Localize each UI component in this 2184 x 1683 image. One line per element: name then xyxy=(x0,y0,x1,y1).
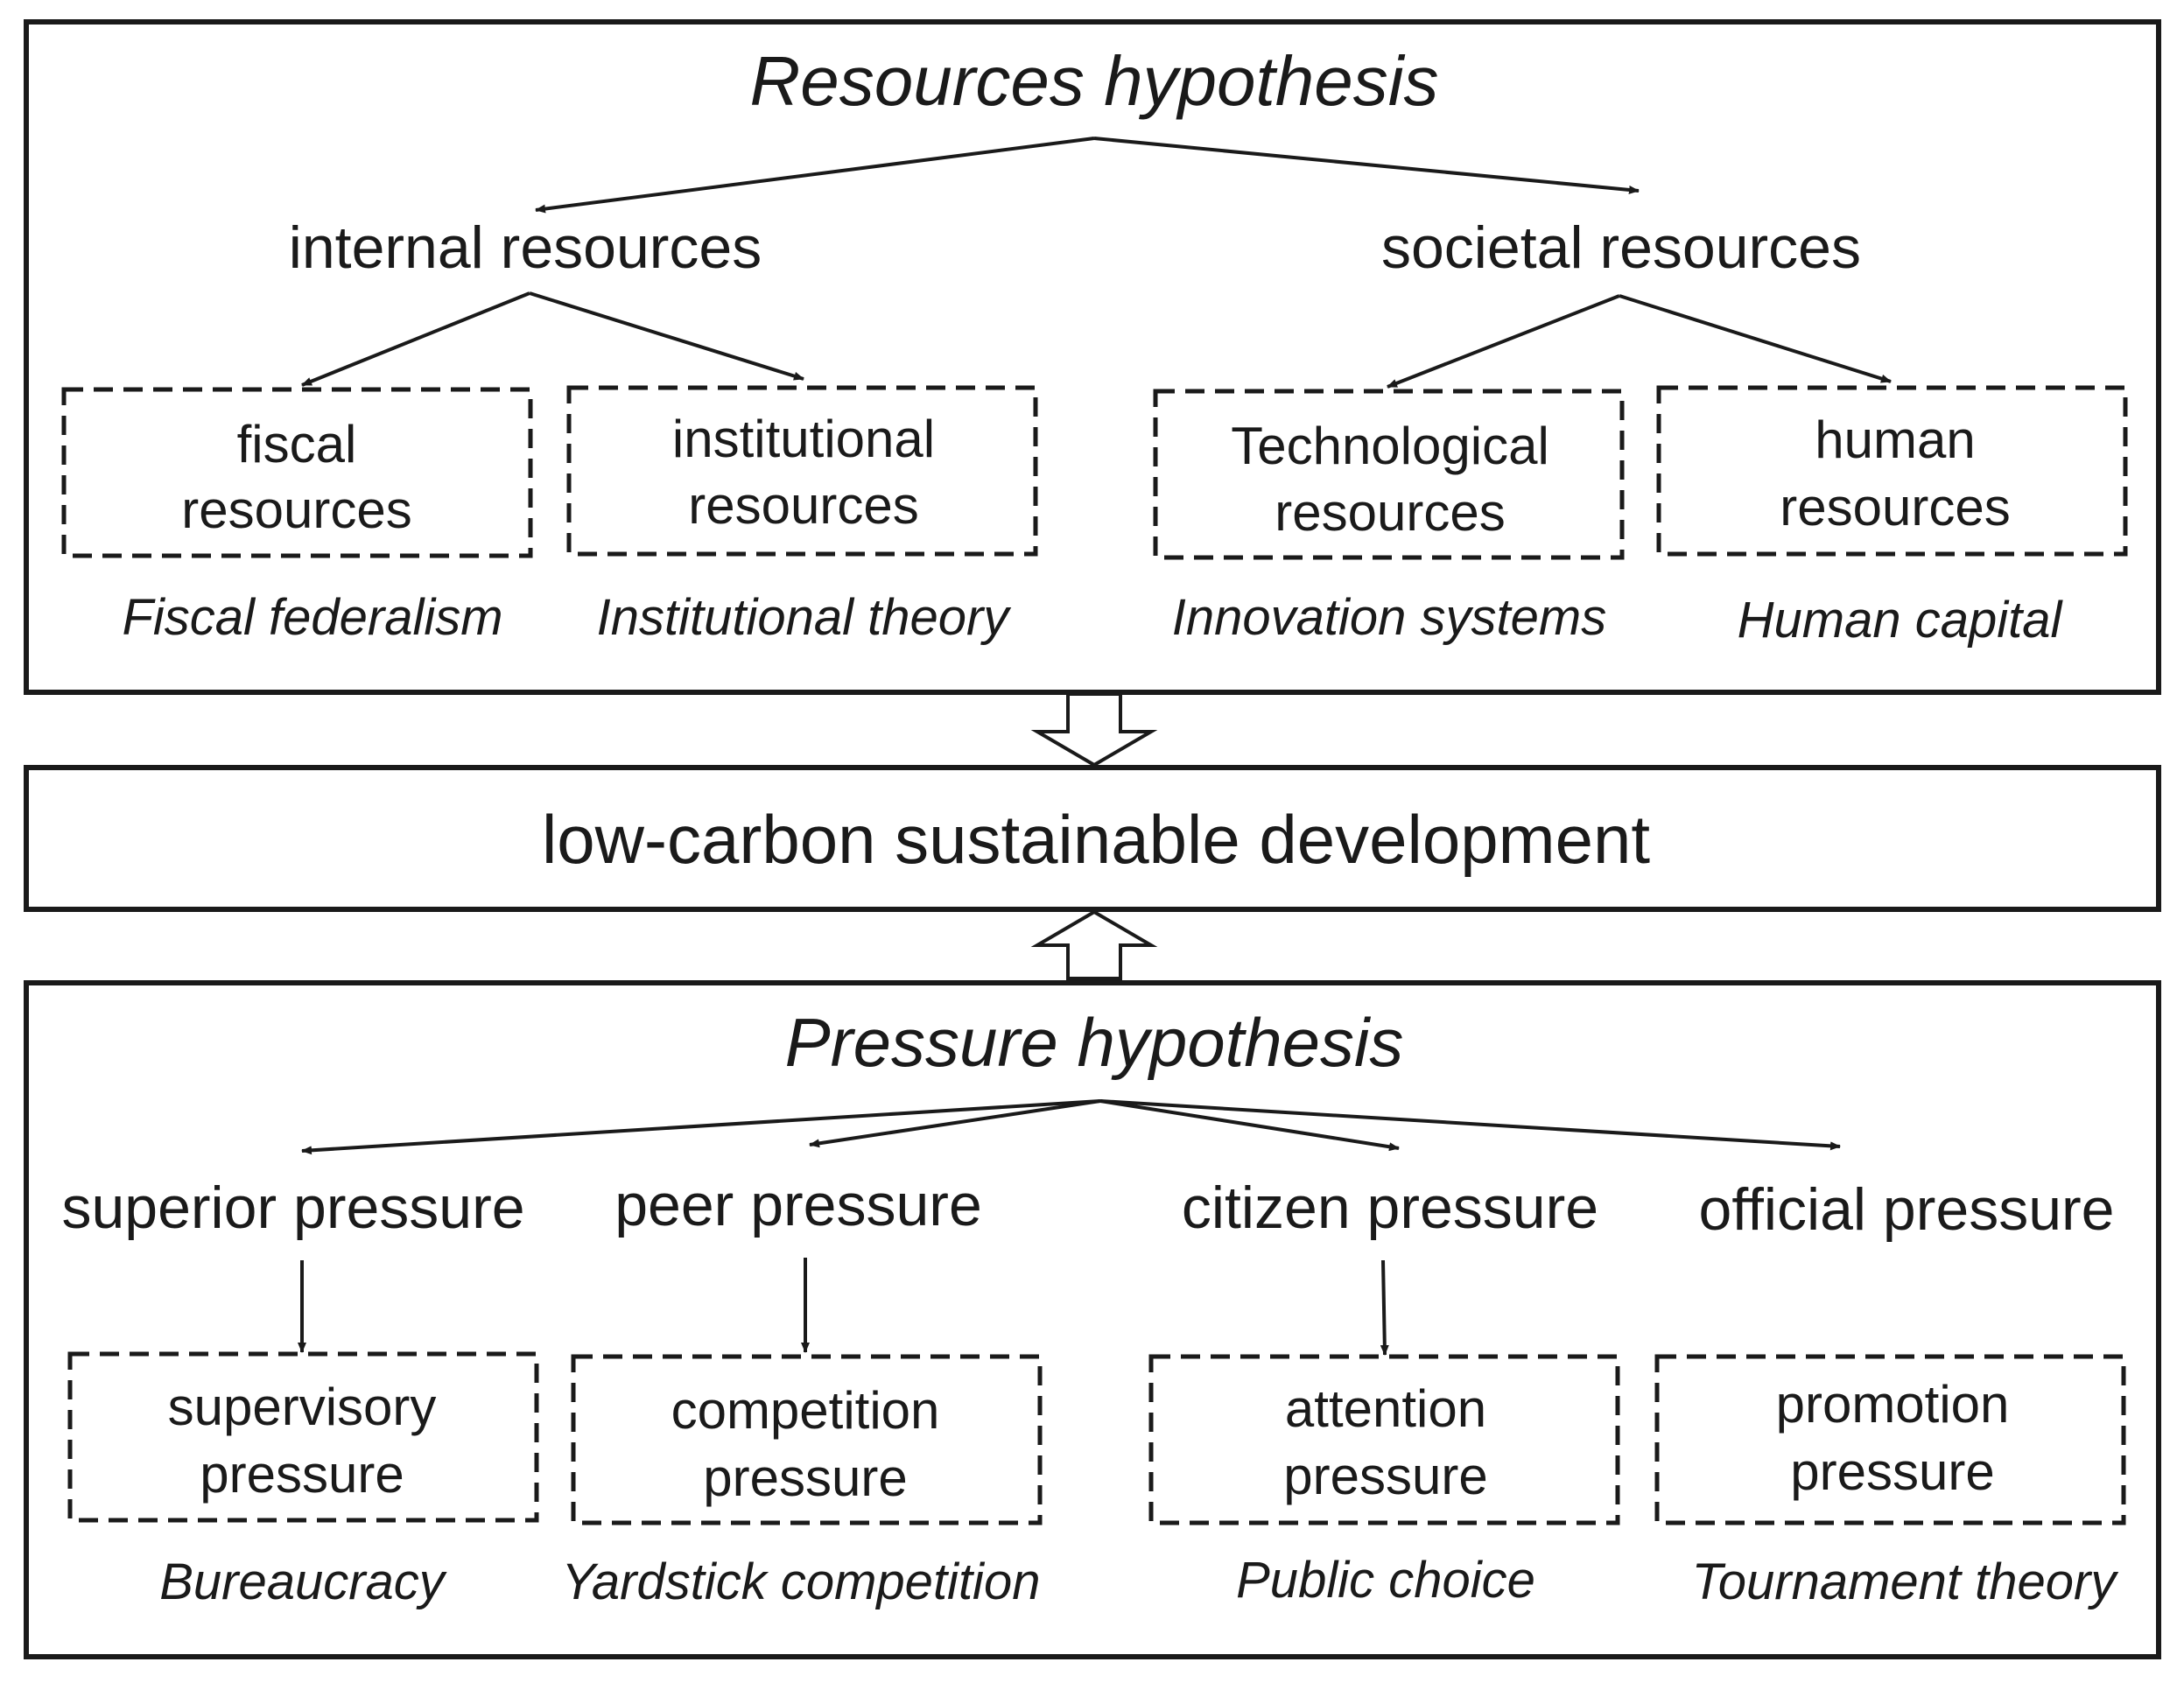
competition-pressure-line-1: competition xyxy=(671,1381,940,1440)
attention-pressure-line-1: attention xyxy=(1285,1379,1486,1438)
supervisory-pressure-box: supervisory pressure xyxy=(67,1351,539,1523)
promotion-pressure-box: promotion pressure xyxy=(1654,1354,2126,1525)
hollow-arrow-down xyxy=(1030,692,1158,768)
human-capital-caption: Human capital xyxy=(1738,592,2064,649)
arrow-societal-to-human xyxy=(1619,294,1892,383)
attention-pressure-box: attention pressure xyxy=(1148,1354,1620,1525)
superior-pressure-label: superior pressure xyxy=(61,1175,524,1241)
internal-resources-label: internal resources xyxy=(289,214,762,281)
institutional-resources-line-2: resources xyxy=(688,476,918,535)
arrow-pressure-to-superior xyxy=(301,1099,1101,1155)
pressure-title: Pressure hypothesis xyxy=(785,1004,1404,1081)
pressure-panel-border xyxy=(24,980,2161,1659)
public-choice-caption: Public choice xyxy=(1236,1552,1535,1609)
resources-title: Resources hypothesis xyxy=(749,42,1438,120)
societal-resources-label: societal resources xyxy=(1381,214,1861,281)
bureaucracy-caption: Bureaucracy xyxy=(159,1553,447,1610)
yardstick-competition-caption: Yardstick competition xyxy=(562,1553,1041,1610)
fiscal-resources-line-2: resources xyxy=(181,480,411,539)
resources-panel: Resources hypothesis internal resources … xyxy=(24,19,2161,695)
fiscal-federalism-caption: Fiscal federalism xyxy=(122,589,502,646)
technological-resources-line-2: resources xyxy=(1275,483,1505,542)
center-panel-border xyxy=(24,765,2161,912)
technological-resources-box: Technological resources xyxy=(1153,389,1625,560)
arrow-pressure-to-citizen xyxy=(1099,1099,1400,1152)
arrow-citizen-to-attention xyxy=(1380,1259,1389,1356)
supervisory-pressure-line-2: pressure xyxy=(200,1445,404,1504)
institutional-resources-line-1: institutional xyxy=(672,410,935,468)
fiscal-resources-box: fiscal resources xyxy=(61,387,533,558)
hollow-arrow-up xyxy=(1030,909,1158,980)
institutional-theory-caption: Institutional theory xyxy=(597,589,1012,646)
human-resources-line-1: human xyxy=(1815,410,1975,469)
official-pressure-label: official pressure xyxy=(1699,1176,2115,1243)
competition-pressure-line-2: pressure xyxy=(703,1448,907,1507)
innovation-systems-caption: Innovation systems xyxy=(1172,589,1606,646)
arrow-pressure-to-official xyxy=(1099,1099,1841,1151)
arrow-internal-to-fiscal xyxy=(301,291,530,387)
center-label: low-carbon sustainable development xyxy=(542,801,1650,878)
human-resources-box: human resources xyxy=(1656,385,2128,557)
supervisory-pressure-line-1: supervisory xyxy=(168,1378,437,1436)
promotion-pressure-line-2: pressure xyxy=(1790,1442,1994,1501)
promotion-pressure-line-1: promotion xyxy=(1776,1375,2010,1434)
arrow-societal-to-technological xyxy=(1387,294,1620,389)
tournament-theory-caption: Tournament theory xyxy=(1692,1553,2119,1610)
human-resources-line-2: resources xyxy=(1780,478,2010,536)
arrow-pressure-to-peer xyxy=(809,1099,1101,1148)
arrow-resources-to-internal xyxy=(535,137,1095,214)
center-panel: low-carbon sustainable development xyxy=(24,765,2161,912)
attention-pressure-line-2: pressure xyxy=(1283,1447,1487,1505)
technological-resources-line-1: Technological xyxy=(1231,417,1549,475)
institutional-resources-box: institutional resources xyxy=(566,385,1038,557)
pressure-panel: Pressure hypothesis superior pressure pe… xyxy=(24,980,2161,1659)
arrow-internal-to-institutional xyxy=(529,291,804,381)
citizen-pressure-label: citizen pressure xyxy=(1182,1175,1598,1241)
competition-pressure-box: competition pressure xyxy=(571,1354,1043,1525)
arrow-resources-to-societal xyxy=(1093,137,1640,194)
peer-pressure-label: peer pressure xyxy=(614,1172,982,1238)
fiscal-resources-line-1: fiscal xyxy=(237,415,357,473)
